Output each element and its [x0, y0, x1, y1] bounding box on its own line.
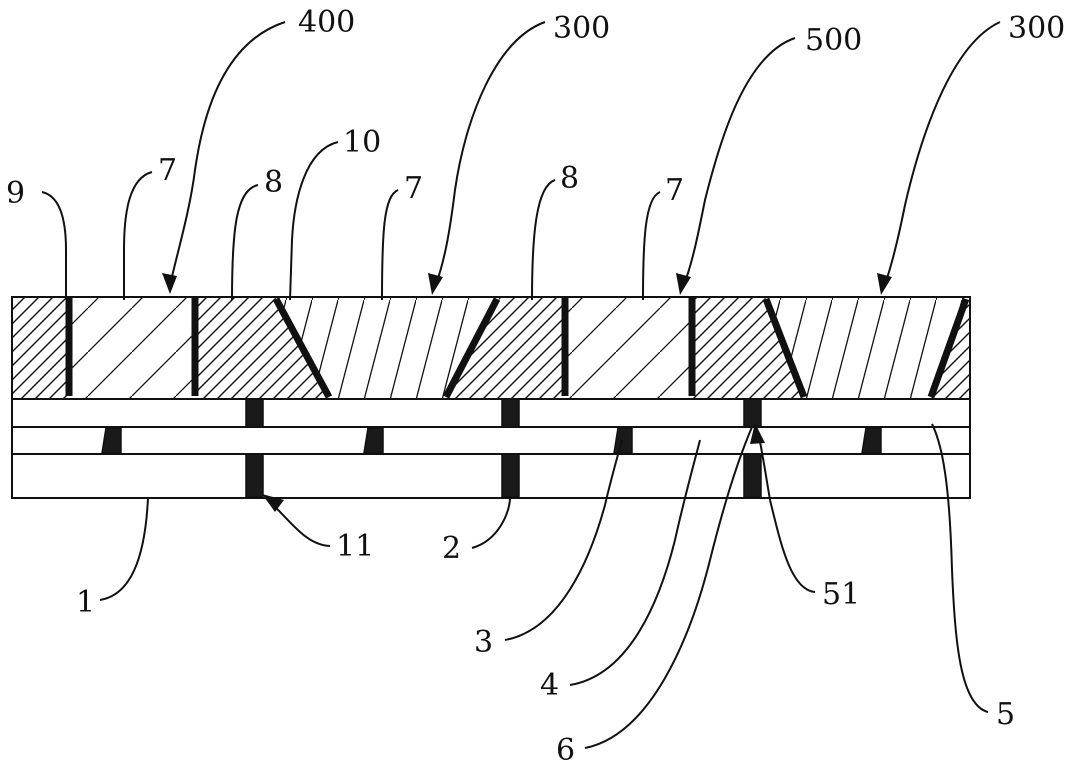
arrow-300-b	[877, 273, 892, 295]
label-300-a: 300	[553, 11, 610, 46]
label-9: 9	[6, 176, 25, 211]
layer-5	[11, 398, 971, 428]
label-7-c: 7	[665, 173, 684, 208]
pad-block	[101, 427, 122, 454]
layer-4	[11, 426, 971, 455]
leader-8-a	[231, 184, 259, 301]
leader-4	[569, 439, 701, 686]
leader-10	[289, 141, 339, 301]
via-block-2	[501, 453, 520, 498]
arrow-500	[676, 273, 691, 295]
leader-51	[757, 431, 816, 593]
label-300-b: 300	[1008, 11, 1065, 46]
leader-7-a	[123, 171, 153, 300]
section-300-b	[765, 297, 968, 399]
leader-300-a	[434, 21, 546, 288]
leader-300-b	[883, 21, 1001, 288]
pad-block	[363, 427, 384, 454]
via-block-51	[743, 398, 762, 428]
label-1: 1	[76, 585, 95, 620]
pad-block-3	[613, 427, 633, 454]
section-9	[12, 297, 69, 399]
top-layer-frame	[11, 296, 971, 400]
via-block	[743, 453, 762, 498]
section-8-b	[445, 297, 565, 399]
leader-6	[584, 426, 753, 749]
arrow-11	[262, 494, 284, 512]
via-block	[501, 398, 520, 428]
arrow-300-a	[428, 273, 443, 295]
label-5: 5	[996, 697, 1015, 732]
base-layer-1	[11, 453, 971, 499]
leader-1	[99, 497, 149, 601]
label-500: 500	[805, 23, 862, 58]
wall-h	[927, 297, 970, 399]
label-11: 11	[336, 529, 374, 564]
via-block	[245, 398, 264, 428]
label-7-a: 7	[158, 153, 177, 188]
leader-400	[169, 21, 286, 286]
leader-500	[682, 37, 796, 288]
leader-8-b	[531, 179, 556, 301]
wall-g	[762, 297, 808, 399]
leader-2	[471, 497, 511, 549]
wall-d	[442, 297, 501, 399]
section-7-a	[69, 297, 195, 399]
label-10: 10	[343, 125, 381, 160]
section-300-a	[275, 297, 500, 399]
label-400: 400	[298, 5, 355, 40]
via-block-11	[245, 453, 264, 498]
section-dense-c	[692, 297, 805, 399]
label-8-a: 8	[264, 165, 283, 200]
pad-block	[861, 427, 882, 454]
section-8-a	[195, 297, 330, 399]
leader-3	[504, 439, 623, 641]
label-3: 3	[474, 625, 493, 660]
label-51: 51	[822, 577, 860, 612]
leader-9	[41, 191, 67, 297]
leader-7-b	[381, 189, 399, 301]
label-6: 6	[556, 733, 575, 768]
label-4: 4	[540, 668, 559, 703]
section-7-c	[565, 297, 692, 399]
wall-c	[272, 297, 333, 399]
label-7-b: 7	[404, 171, 423, 206]
label-8-b: 8	[560, 161, 579, 196]
arrow-400	[162, 273, 177, 294]
leader-5	[931, 423, 989, 713]
arrow-51	[750, 423, 765, 444]
label-2: 2	[442, 531, 461, 566]
leader-7-c	[642, 191, 661, 301]
